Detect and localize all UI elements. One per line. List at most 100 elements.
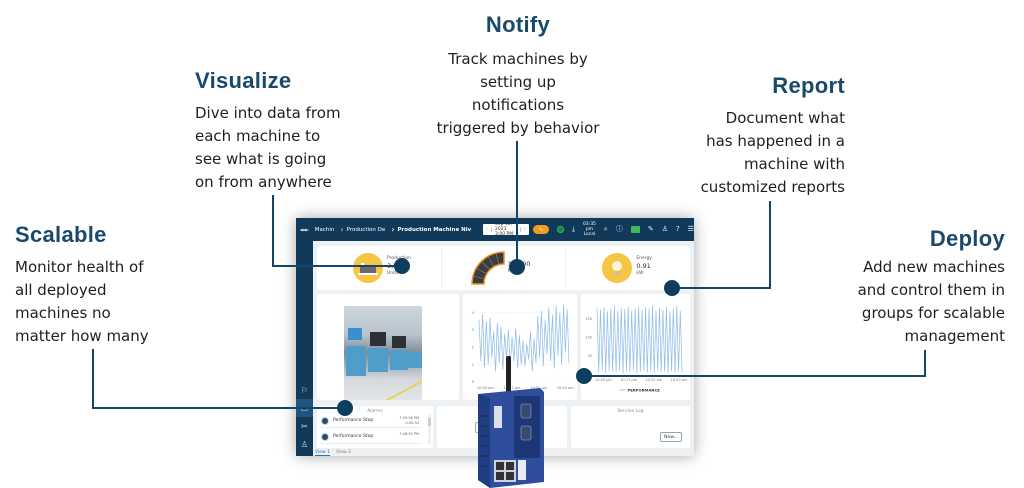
callout-line: notifications: [471, 96, 565, 114]
breadcrumb-label: Production De: [346, 226, 386, 233]
flag-icon[interactable]: ⚐: [300, 385, 309, 395]
connector-visualize-h: [272, 265, 402, 267]
sidebar: ⚐ ▭ ✂ ♙: [296, 241, 313, 456]
callout-title: Notify: [485, 12, 551, 37]
connector-dot-report: [664, 280, 680, 296]
legend-label: PERFORMANCE: [628, 387, 661, 392]
callout-line: Track machines by: [448, 50, 588, 68]
callout-title: Report: [772, 73, 845, 98]
connector-deploy: [924, 350, 926, 377]
service-log-title: Service Log: [617, 409, 644, 414]
next-date-icon[interactable]: ›: [520, 227, 529, 232]
callout-line: on from anywhere: [195, 173, 332, 191]
callout-notify: Notify Track machines by setting up noti…: [418, 12, 618, 140]
alarm-time: 7:55:36 PM: [399, 416, 419, 420]
y-tick-label: 150: [585, 317, 592, 321]
edit-icon[interactable]: ✎: [647, 225, 654, 233]
clock: 03:35 pm Local: [583, 222, 596, 237]
status-dot-icon[interactable]: [556, 226, 564, 233]
machine-photo: [344, 306, 422, 400]
callout-line: Monitor health of: [15, 258, 144, 276]
user-icon[interactable]: ♙: [661, 225, 668, 233]
callout-line: management: [904, 327, 1005, 345]
menu-icon[interactable]: ☰: [687, 225, 694, 233]
connector-report: [769, 201, 771, 289]
y-tick-label: 3: [472, 328, 474, 332]
x-tick-label: 10:17 pm: [504, 386, 521, 390]
callout-line: setting up: [480, 73, 556, 91]
info-icon[interactable]: ⓘ: [615, 225, 623, 233]
callout-line: machines no: [15, 304, 111, 322]
kpi-label: Energy: [636, 256, 653, 261]
alarm-icon: [321, 432, 329, 441]
search-icon[interactable]: ⌕: [603, 225, 608, 233]
x-tick-label: 10:17 pm: [620, 378, 637, 382]
callout-scalable: Scalable Monitor health of all deployed …: [15, 222, 195, 348]
callout-title: Visualize: [195, 68, 292, 93]
x-tick-label: 10:32 pm: [530, 386, 547, 390]
alarm-item[interactable]: Performance Stop 7:46:35 PM: [321, 430, 421, 444]
y-tick-label: 100: [585, 335, 592, 339]
y-tick-label: 50: [588, 354, 592, 358]
kpi-row: Production 3,8... Units 130.00 M: [317, 246, 690, 290]
alarms-title: Alarms: [367, 409, 383, 414]
x-tick-label: 10:32 pm: [645, 378, 662, 382]
bulb-icon: [602, 253, 633, 283]
breadcrumb-item[interactable]: Machin: [315, 227, 335, 233]
callout-line: Dive into data from: [195, 104, 341, 122]
callout-visualize: Visualize Dive into data from each machi…: [195, 68, 375, 194]
x-tick-label: 10:00 pm: [477, 386, 494, 390]
y-tick-label: 4: [472, 311, 475, 315]
logo-icon: [300, 228, 309, 231]
x-tick-label: 10:00 pm: [595, 378, 612, 382]
connector-dot-deploy: [576, 368, 592, 384]
alarm-name: Performance Stop: [333, 418, 374, 423]
callout-line: all deployed: [15, 281, 107, 299]
kpi-unit: Units: [387, 271, 399, 276]
connector-dot-visualize: [394, 258, 410, 274]
callout-line: groups for scalable: [861, 304, 1005, 322]
prev-date-icon[interactable]: ‹: [483, 227, 492, 232]
date-picker[interactable]: ‹ Sep 15, 2023 3:00 PM ›: [483, 222, 529, 237]
callout-line: machine with: [743, 155, 845, 173]
clock-zone: Local: [583, 232, 596, 237]
kpi-energy[interactable]: Energy 0.91 kW: [566, 246, 690, 290]
tab-view-1[interactable]: View 1: [315, 450, 330, 456]
download-icon[interactable]: ⤓: [571, 225, 575, 233]
alarms-scrollbar[interactable]: [428, 414, 431, 444]
clock-time: 03:35: [582, 222, 596, 227]
callout-line: customized reports: [700, 178, 845, 196]
y-tick-label: 2: [472, 346, 474, 350]
clock-ampm: pm: [585, 227, 594, 232]
connector-scalable-h: [92, 407, 346, 409]
chat-icon[interactable]: [630, 226, 640, 233]
kpi-value: 0.91: [636, 262, 651, 270]
callout-report: Report Document what has happened in a m…: [645, 73, 845, 199]
kpi-production[interactable]: Production 3,8... Units: [317, 246, 442, 290]
gauge-icon: [470, 251, 505, 285]
callout-title: Scalable: [15, 222, 107, 247]
callout-line: Document what: [725, 109, 845, 127]
connector-deploy-h: [584, 375, 926, 377]
callout-line: triggered by behavior: [436, 119, 600, 137]
alarm-time: 7:46:35 PM: [399, 432, 419, 436]
help-icon[interactable]: ?: [676, 225, 680, 233]
pulse-icon[interactable]: ∿: [532, 225, 549, 234]
tools-icon[interactable]: ✂: [301, 421, 308, 431]
tab-view-2[interactable]: View 2: [335, 450, 351, 455]
chevron-right-icon: ›: [340, 225, 344, 234]
breadcrumb-item[interactable]: ›Production De: [340, 225, 385, 234]
kpi-gauge[interactable]: 130.00 M: [442, 246, 567, 290]
x-tick-label: 10:43 pm: [671, 378, 688, 382]
connector-visualize: [272, 195, 274, 267]
connector-dot-notify: [509, 259, 525, 275]
callout-line: see what is going: [195, 150, 327, 168]
connector-scalable: [92, 349, 94, 409]
breadcrumb-item[interactable]: ›Production Machine Niv: [391, 225, 471, 234]
user-icon[interactable]: ♙: [300, 439, 309, 449]
new-log-button[interactable]: New...: [660, 432, 682, 442]
x-tick-label: 10:43 pm: [557, 386, 574, 390]
